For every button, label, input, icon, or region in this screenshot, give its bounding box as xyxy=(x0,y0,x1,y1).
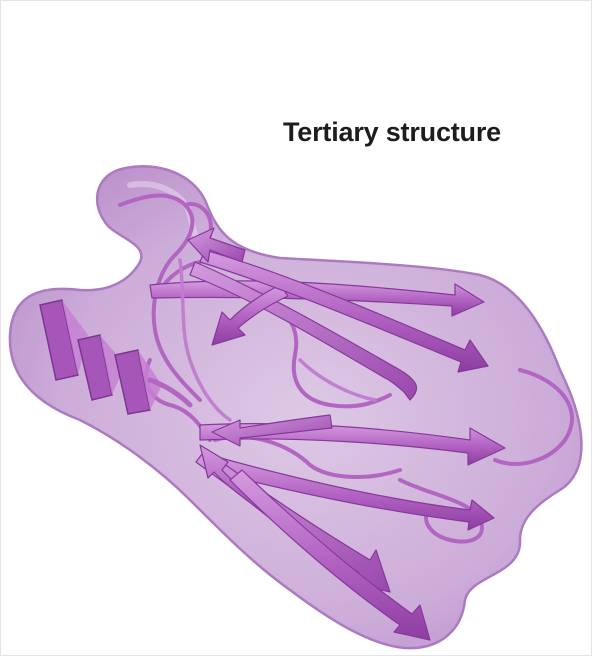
molecular-envelope xyxy=(10,166,582,648)
diagram-title: Tertiary structure xyxy=(283,117,501,148)
